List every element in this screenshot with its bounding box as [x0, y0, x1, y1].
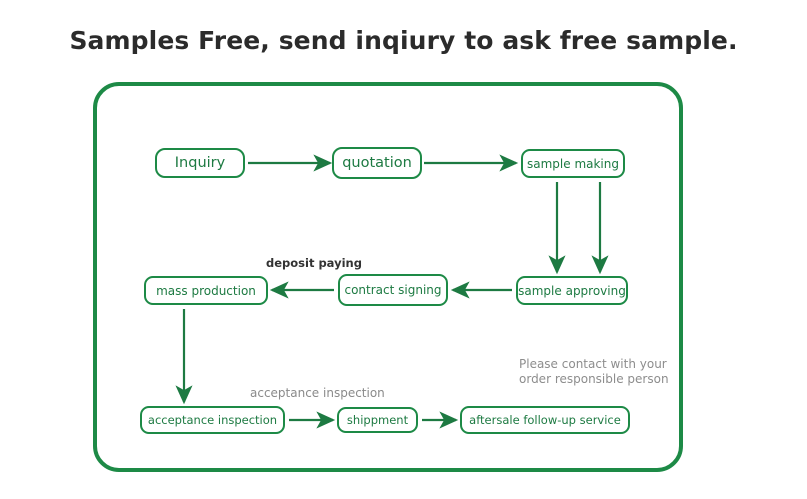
node-shippment[interactable]: shippment [337, 407, 418, 433]
node-inquiry-label: Inquiry [174, 155, 226, 171]
node-acceptance-inspection[interactable]: acceptance inspection [140, 406, 285, 434]
node-mass-production[interactable]: mass production [144, 276, 268, 305]
contact-note: Please contact with your order responsib… [519, 357, 669, 386]
node-aftersale-follow-up-service[interactable]: aftersale follow-up service [460, 406, 630, 434]
node-acceptance-inspection-label: acceptance inspection [147, 413, 278, 427]
node-shippment-label: shippment [346, 413, 409, 427]
page-title: Samples Free, send inqiury to ask free s… [69, 26, 738, 55]
node-quotation[interactable]: quotation [332, 147, 422, 179]
edge-label-acceptance-inspection: acceptance inspection [250, 386, 385, 400]
node-sample-approving-label: sample approving [518, 283, 626, 298]
node-inquiry[interactable]: Inquiry [155, 148, 245, 178]
node-contract-signing-label: contract signing [344, 283, 442, 297]
node-quotation-label: quotation [342, 155, 412, 171]
node-sample-approving[interactable]: sample approving [516, 276, 628, 305]
node-contract-signing[interactable]: contract signing [338, 274, 448, 306]
diagram-frame [93, 82, 683, 472]
node-mass-production-label: mass production [156, 283, 256, 298]
node-sample-making-label: sample making [527, 156, 619, 171]
node-sample-making[interactable]: sample making [521, 149, 625, 178]
edge-label-deposit-paying: deposit paying [266, 256, 362, 270]
node-aftersale-label: aftersale follow-up service [469, 413, 621, 427]
